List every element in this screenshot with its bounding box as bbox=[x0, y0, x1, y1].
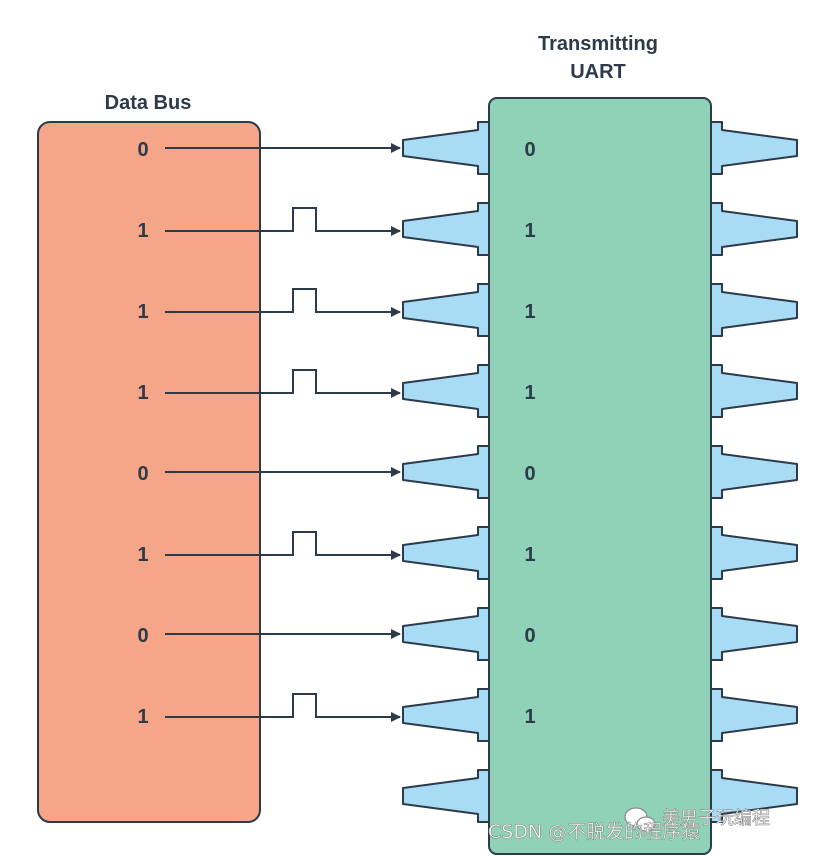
uart-bit: 1 bbox=[524, 706, 535, 728]
csdn-watermark-text: CSDN @不脱发的程序猿 bbox=[488, 821, 700, 843]
uart-bit: 1 bbox=[524, 301, 535, 323]
uart-pin-right bbox=[698, 283, 798, 337]
uart-bit: 0 bbox=[524, 463, 535, 485]
bit-signal-line bbox=[165, 207, 401, 236]
uart-pin-left bbox=[402, 526, 502, 580]
uart-pin-left bbox=[402, 445, 502, 499]
uart-bit: 1 bbox=[524, 544, 535, 566]
uart-pin-left bbox=[402, 121, 502, 175]
data-bus-bit: 1 bbox=[137, 301, 148, 323]
uart-bit: 1 bbox=[524, 220, 535, 242]
data-bus-title: Data Bus bbox=[105, 92, 192, 114]
data-bus-bit: 1 bbox=[137, 544, 148, 566]
uart-pin-right bbox=[698, 688, 798, 742]
uart-pin-left bbox=[402, 769, 502, 823]
uart-title-line2: UART bbox=[570, 61, 626, 83]
uart-pin-right bbox=[698, 364, 798, 418]
uart-pin-right bbox=[698, 526, 798, 580]
bit-signal-line bbox=[165, 693, 401, 722]
bit-signal-line bbox=[165, 369, 401, 398]
uart-pin-right bbox=[698, 202, 798, 256]
uart-pin-left bbox=[402, 607, 502, 661]
uart-pin-right bbox=[698, 121, 798, 175]
bit-signal-line bbox=[165, 531, 401, 560]
data-bus-bit: 1 bbox=[137, 220, 148, 242]
uart-pin-left bbox=[402, 283, 502, 337]
data-bus-bit: 1 bbox=[137, 382, 148, 404]
uart-pin-right bbox=[698, 445, 798, 499]
uart-pin-right bbox=[698, 607, 798, 661]
uart-bit: 0 bbox=[524, 139, 535, 161]
uart-title-line1: Transmitting bbox=[538, 33, 658, 55]
uart-pin-left bbox=[402, 364, 502, 418]
uart-bit: 0 bbox=[524, 625, 535, 647]
data-bus-bit: 0 bbox=[137, 139, 148, 161]
data-bus-bit: 0 bbox=[137, 463, 148, 485]
uart-chip-body bbox=[488, 97, 712, 855]
bit-signal-line bbox=[165, 288, 401, 317]
wechat-watermark-text: 美男子玩编程 bbox=[662, 808, 770, 829]
data-bus-bit: 1 bbox=[137, 706, 148, 728]
data-bus-bit: 0 bbox=[137, 625, 148, 647]
uart-pin-left bbox=[402, 202, 502, 256]
uart-pin-left bbox=[402, 688, 502, 742]
uart-bit: 1 bbox=[524, 382, 535, 404]
wechat-icon bbox=[624, 807, 656, 832]
